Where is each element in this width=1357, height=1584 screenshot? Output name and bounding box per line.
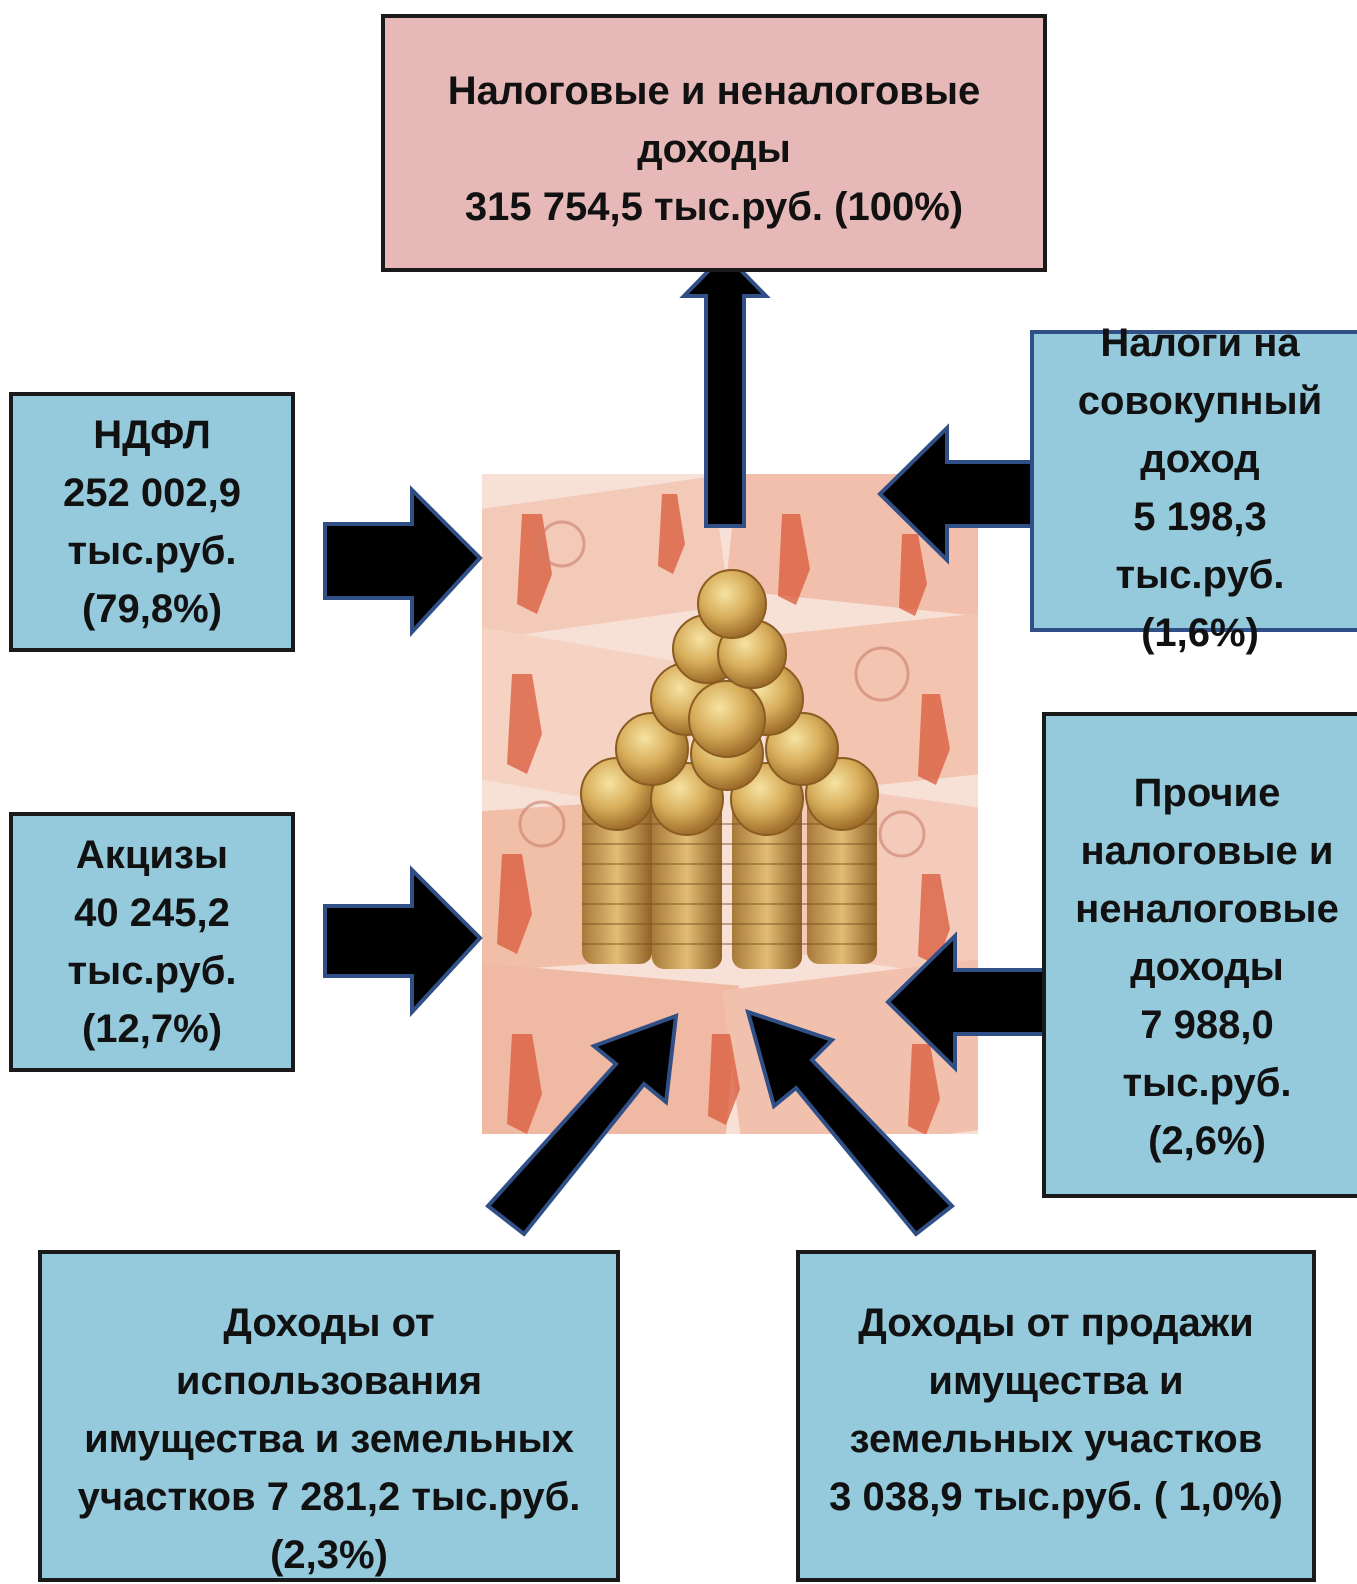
- total-value: 315 754,5 тыс.руб. (100%): [465, 178, 963, 236]
- nalogi-unit: тыс.руб.: [1078, 546, 1323, 604]
- arrow-from-nalogi: [880, 428, 1034, 560]
- nalogi-text: Налоги на совокупный доход 5 198,3 тыс.р…: [1078, 314, 1323, 662]
- arrow-from-ndfl: [325, 490, 480, 632]
- ispolz-title-line3: имущества и земельных: [84, 1410, 574, 1468]
- prochie-unit: тыс.руб.: [1122, 1054, 1291, 1112]
- total-title-line2: доходы: [637, 120, 791, 178]
- ispolz-title-line1: Доходы от: [223, 1294, 434, 1352]
- aktsizy-percent: (12,7%): [82, 1000, 222, 1058]
- ndfl-title: НДФЛ: [93, 406, 211, 464]
- ndfl-percent: (79,8%): [82, 580, 222, 638]
- ndfl-value: 252 002,9: [63, 464, 241, 522]
- prodazha-title-line3: земельных участков: [850, 1410, 1263, 1468]
- nalogi-box: Налоги на совокупный доход 5 198,3 тыс.р…: [1030, 330, 1357, 632]
- prodazha-box: Доходы от продажи имущества и земельных …: [796, 1250, 1316, 1582]
- arrow-from-prodazha: [748, 1012, 952, 1234]
- nalogi-title-line3: доход: [1078, 430, 1323, 488]
- prochie-title-line3: неналоговые: [1075, 880, 1339, 938]
- aktsizy-box: Акцизы 40 245,2 тыс.руб. (12,7%): [9, 812, 295, 1072]
- nalogi-title-line2: совокупный: [1078, 372, 1323, 430]
- aktsizy-value: 40 245,2: [74, 884, 230, 942]
- nalogi-title-line1: Налоги на: [1078, 314, 1323, 372]
- nalogi-value: 5 198,3: [1078, 488, 1323, 546]
- total-title-line1: Налоговые и неналоговые: [448, 62, 981, 120]
- prochie-percent: (2,6%): [1148, 1112, 1266, 1170]
- arrow-up-to-total: [684, 254, 766, 526]
- prochie-title-line2: налоговые и: [1081, 822, 1334, 880]
- arrow-from-ispolz: [488, 1016, 676, 1234]
- ndfl-unit: тыс.руб.: [67, 522, 236, 580]
- aktsizy-title: Акцизы: [76, 826, 228, 884]
- prodazha-title-line2: имущества и: [928, 1352, 1183, 1410]
- arrow-from-aktsizy: [325, 870, 480, 1012]
- aktsizy-unit: тыс.руб.: [67, 942, 236, 1000]
- arrow-from-prochie: [888, 936, 1044, 1068]
- ndfl-box: НДФЛ 252 002,9 тыс.руб. (79,8%): [9, 392, 295, 652]
- ispolz-box: Доходы от использования имущества и земе…: [38, 1250, 620, 1582]
- prodazha-value: 3 038,9 тыс.руб. ( 1,0%): [829, 1468, 1283, 1526]
- ispolz-value: участков 7 281,2 тыс.руб.: [78, 1468, 581, 1526]
- prochie-title-line4: доходы: [1130, 938, 1284, 996]
- prochie-value: 7 988,0: [1140, 996, 1273, 1054]
- prodazha-title-line1: Доходы от продажи: [858, 1294, 1253, 1352]
- total-income-box: Налоговые и неналоговые доходы 315 754,5…: [381, 14, 1047, 272]
- nalogi-percent: (1,6%): [1078, 604, 1323, 662]
- ispolz-percent: (2,3%): [270, 1526, 388, 1584]
- prochie-box: Прочие налоговые и неналоговые доходы 7 …: [1042, 712, 1357, 1198]
- prochie-title-line1: Прочие: [1134, 764, 1281, 822]
- ispolz-title-line2: использования: [176, 1352, 482, 1410]
